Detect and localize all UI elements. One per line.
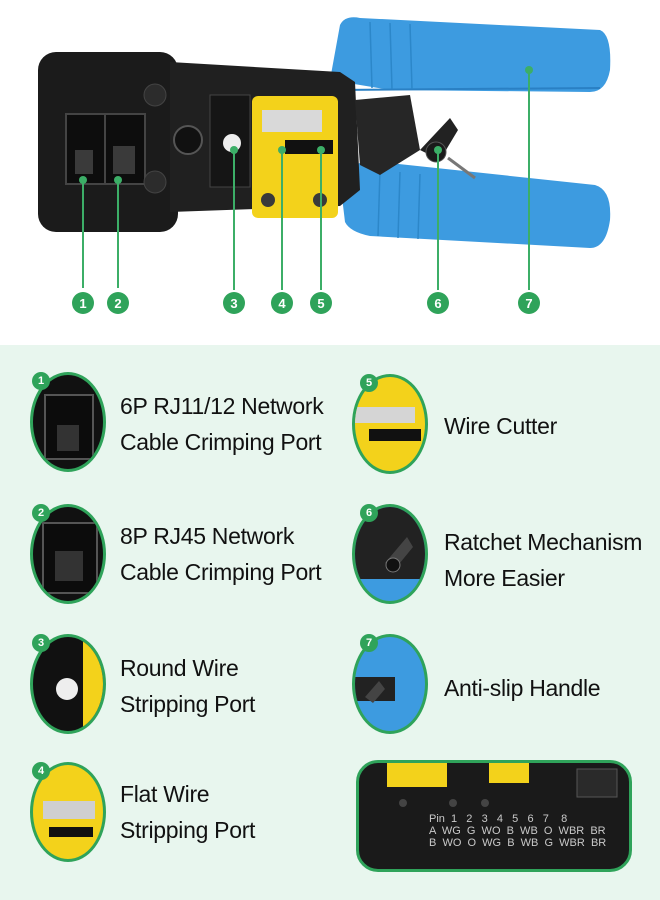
feature-label-3: Round Wire Stripping Port — [120, 650, 255, 722]
feature-4-line1: Flat Wire — [120, 781, 210, 807]
feature-label-5: Wire Cutter — [444, 408, 557, 444]
leader-dot-2 — [114, 176, 122, 184]
wiring-row-a: A WG G WO B WB O WBR BR — [429, 825, 606, 837]
feature-badge-5: 5 — [360, 374, 378, 392]
leader-line-3 — [233, 150, 235, 290]
tool-head-closeup — [387, 763, 618, 807]
feature-3-line2: Stripping Port — [120, 691, 256, 717]
feature-label-7: Anti-slip Handle — [444, 670, 601, 706]
feature-label-1: 6P RJ11/12 Network Cable Crimping Port — [120, 388, 324, 460]
callout-2: 2 — [107, 292, 129, 314]
feature-badge-7: 7 — [360, 634, 378, 652]
leader-line-7 — [528, 70, 530, 290]
feature-badge-4: 4 — [32, 762, 50, 780]
feature-2-line1: 8P RJ45 Network — [120, 523, 295, 549]
rj45-port-icon — [42, 522, 98, 594]
leader-line-2 — [117, 180, 119, 288]
rj11-port-icon — [44, 394, 94, 460]
feature-badge-3: 3 — [32, 634, 50, 652]
feature-label-4: Flat Wire Stripping Port — [120, 776, 255, 848]
leader-line-4 — [281, 150, 283, 290]
wiring-row-pin: Pin 1 2 3 4 5 6 7 8 — [429, 813, 568, 825]
callout-3: 3 — [223, 292, 245, 314]
round-wire-port-icon — [56, 637, 103, 731]
product-illustration: 1 2 3 4 5 6 7 — [0, 0, 660, 345]
leader-line-5 — [320, 150, 322, 290]
feature-badge-1: 1 — [32, 372, 50, 390]
handle-grip-icon — [355, 677, 395, 703]
feature-label-2: 8P RJ45 Network Cable Crimping Port — [120, 518, 322, 590]
feature-thumb-6 — [352, 504, 428, 604]
flat-wire-port-icon — [43, 801, 95, 837]
leader-dot-7 — [525, 66, 533, 74]
crimping-tool-image — [38, 17, 611, 248]
feature-thumb-5 — [352, 374, 428, 474]
feature-badge-2: 2 — [32, 504, 50, 522]
wire-cutter-icon — [355, 407, 421, 441]
feature-4-line2: Stripping Port — [120, 817, 256, 843]
wiring-row-b: B WO O WG B WB G WBR BR — [429, 837, 607, 849]
feature-5-line1: Wire Cutter — [444, 413, 557, 439]
leader-line-6 — [437, 150, 439, 290]
feature-3-line1: Round Wire — [120, 655, 239, 681]
callout-4: 4 — [271, 292, 293, 314]
feature-7-line1: Anti-slip Handle — [444, 675, 601, 701]
leader-dot-1 — [79, 176, 87, 184]
feature-2-line2: Cable Crimping Port — [120, 559, 322, 585]
leader-dot-6 — [434, 146, 442, 154]
feature-6-line1: Ratchet Mechanism — [444, 529, 643, 555]
callout-7: 7 — [518, 292, 540, 314]
callout-1: 1 — [72, 292, 94, 314]
leader-line-1 — [82, 180, 84, 288]
feature-1-line1: 6P RJ11/12 Network — [120, 393, 324, 419]
feature-thumb-1 — [30, 372, 106, 472]
callout-6: 6 — [427, 292, 449, 314]
leader-dot-4 — [278, 146, 286, 154]
callout-5: 5 — [310, 292, 332, 314]
feature-label-6: Ratchet Mechanism More Easier — [444, 524, 642, 596]
feature-6-line2: More Easier — [444, 565, 565, 591]
feature-badge-6: 6 — [360, 504, 378, 522]
leader-dot-3 — [230, 146, 238, 154]
leader-dot-5 — [317, 146, 325, 154]
feature-1-line2: Cable Crimping Port — [120, 429, 322, 455]
